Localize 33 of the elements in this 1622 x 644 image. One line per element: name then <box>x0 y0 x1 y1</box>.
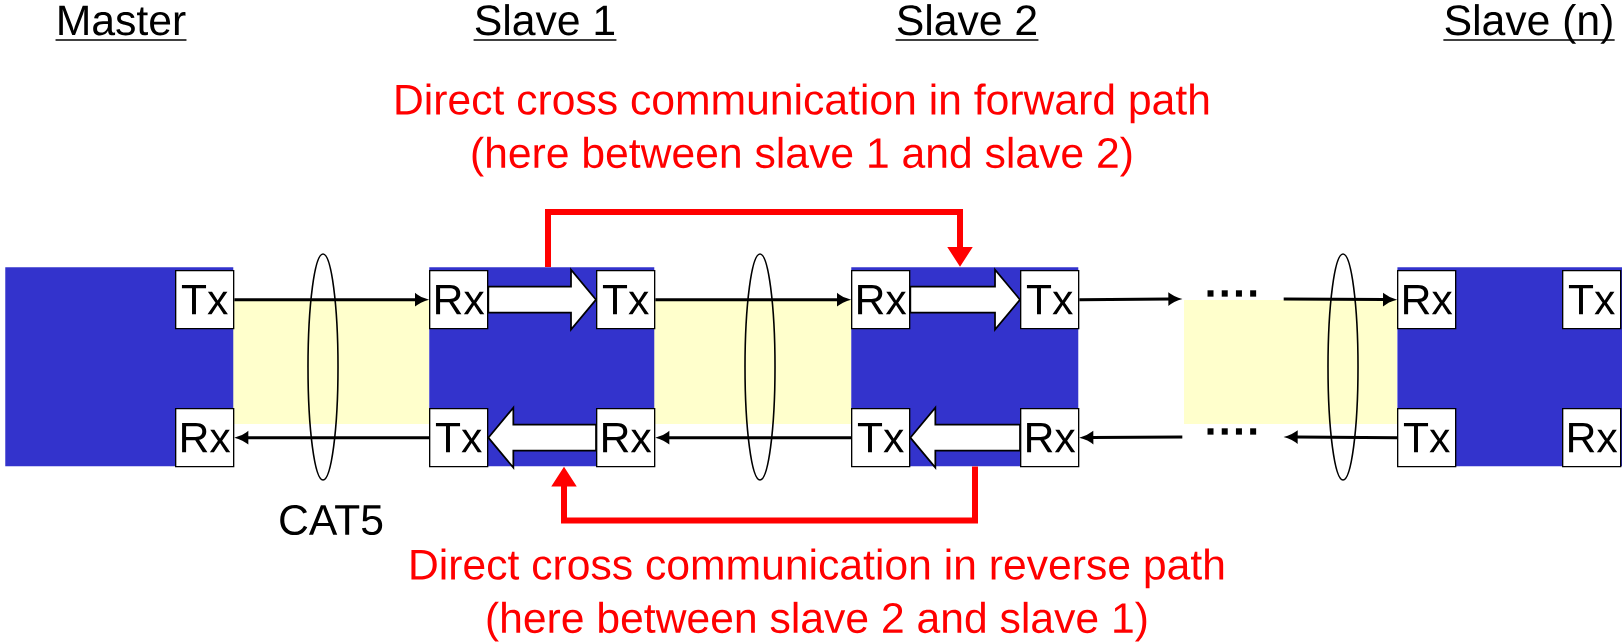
port-box: Rx <box>596 408 656 468</box>
port-box: Rx <box>851 270 911 330</box>
port-box: Rx <box>1020 408 1080 468</box>
port-box: Rx <box>175 408 235 468</box>
cable-label: CAT5 <box>280 504 383 536</box>
port-box: Tx <box>429 408 489 468</box>
ellipsis: ···· <box>1207 428 1257 435</box>
port-box: Tx <box>596 270 656 330</box>
port-box: Tx <box>1397 408 1457 468</box>
port-box: Tx <box>175 270 235 330</box>
port-box: Tx <box>1562 270 1622 330</box>
port-box: Rx <box>1397 270 1457 330</box>
edge-label: Direct cross communication in reverse path (here between slave 2 and slave 1) <box>411 548 1224 642</box>
arrow <box>1079 293 1180 305</box>
port-box: Tx <box>851 408 911 468</box>
heading: Slave 2 <box>894 4 1040 41</box>
arrow <box>1286 431 1397 443</box>
block-arrow <box>909 267 1022 333</box>
block-arrow <box>487 267 598 333</box>
port-box: Tx <box>1020 270 1080 330</box>
arrow <box>1082 432 1183 444</box>
block-arrow <box>487 405 597 471</box>
block-arrow <box>909 405 1021 471</box>
port-box: Rx <box>429 270 489 330</box>
edge-label: Direct cross communication in forward path (here between slave 1 and slave 2) <box>396 83 1209 177</box>
port-box: Rx <box>1562 408 1622 468</box>
arrow <box>237 432 429 444</box>
arrow <box>658 432 851 444</box>
heading: Slave (n) <box>1442 4 1616 44</box>
heading: Slave 1 <box>472 4 618 41</box>
heading: Master <box>54 5 188 41</box>
arrow <box>551 466 978 524</box>
ellipsis: ···· <box>1207 290 1257 297</box>
